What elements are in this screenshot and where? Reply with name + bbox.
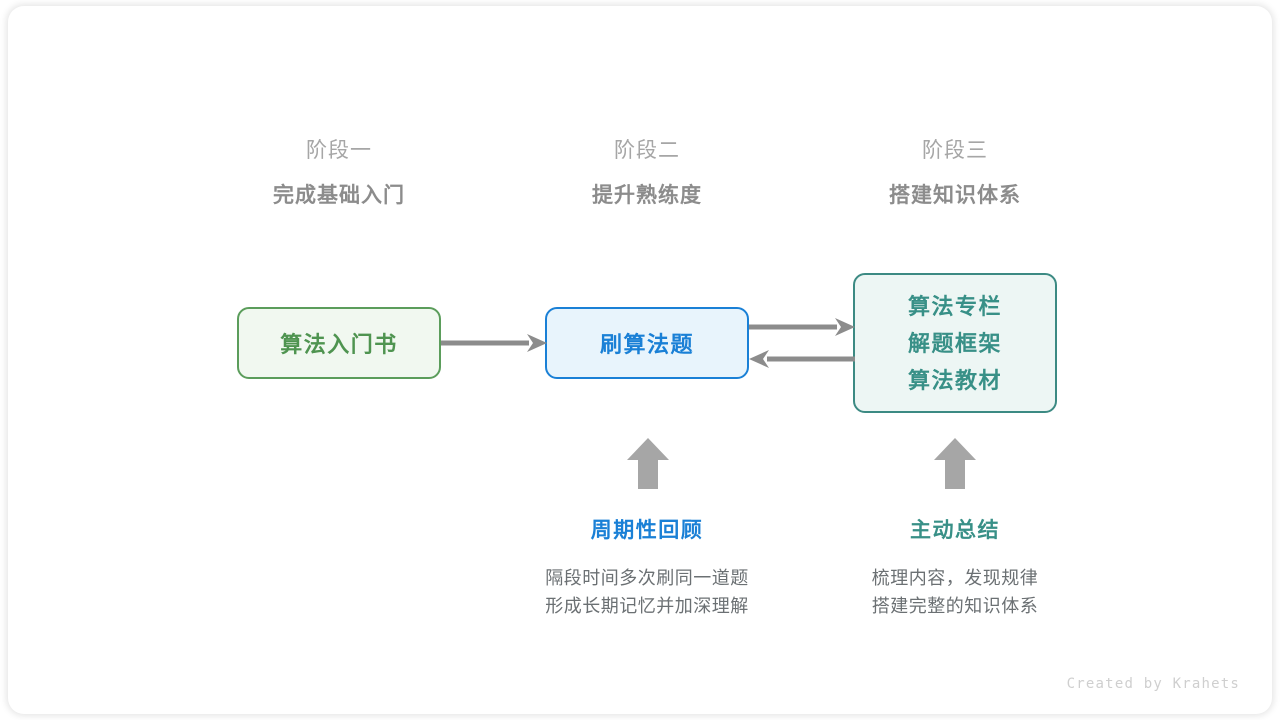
note-periodic-review-line-2: 形成长期记忆并加深理解 bbox=[545, 596, 749, 616]
stage-2-number: 阶段二 bbox=[614, 139, 680, 162]
arrow-right-icon-book-to-practice bbox=[441, 333, 547, 353]
node-learning-resources[interactable]: 算法专栏 解题框架 算法教材 bbox=[853, 273, 1057, 413]
node-algorithm-intro-book[interactable]: 算法入门书 bbox=[237, 307, 441, 379]
arrow-left-icon-resources-to-practice bbox=[749, 349, 855, 369]
diagram-canvas: 阶段一 完成基础入门 阶段二 提升熟练度 阶段三 搭建知识体系 算法入门书 刷算… bbox=[8, 6, 1272, 714]
note-periodic-review-line-1: 隔段时间多次刷同一道题 bbox=[545, 568, 749, 588]
stage-1-title: 完成基础入门 bbox=[273, 184, 405, 207]
stage-header-2: 阶段二 提升熟练度 bbox=[517, 136, 777, 211]
stage-3-title: 搭建知识体系 bbox=[889, 184, 1021, 207]
arrow-up-icon-periodic-review bbox=[626, 436, 670, 490]
note-periodic-review-title: 周期性回顾 bbox=[590, 519, 704, 542]
stage-header-1: 阶段一 完成基础入门 bbox=[209, 136, 469, 211]
arrow-up-icon-active-summary bbox=[933, 436, 977, 490]
note-active-summary-body: 梳理内容，发现规律 搭建完整的知识体系 bbox=[805, 564, 1105, 620]
arrow-right-icon-practice-to-resources bbox=[749, 317, 855, 337]
note-active-summary: 主动总结 梳理内容，发现规律 搭建完整的知识体系 bbox=[805, 516, 1105, 620]
node-practice-problems-label: 刷算法题 bbox=[599, 332, 694, 357]
note-active-summary-title: 主动总结 bbox=[910, 519, 1000, 542]
stage-3-number: 阶段三 bbox=[922, 139, 988, 162]
node-algorithm-intro-book-label: 算法入门书 bbox=[280, 332, 398, 357]
node-resource-line-1: 算法专栏 bbox=[907, 293, 1002, 319]
watermark-credit: Created by Krahets bbox=[1066, 676, 1240, 692]
stage-1-number: 阶段一 bbox=[306, 139, 372, 162]
node-resource-line-2: 解题框架 bbox=[907, 330, 1002, 356]
note-periodic-review: 周期性回顾 隔段时间多次刷同一道题 形成长期记忆并加深理解 bbox=[497, 516, 797, 620]
stage-header-3: 阶段三 搭建知识体系 bbox=[825, 136, 1085, 211]
stage-2-title: 提升熟练度 bbox=[592, 184, 702, 207]
note-periodic-review-body: 隔段时间多次刷同一道题 形成长期记忆并加深理解 bbox=[497, 564, 797, 620]
note-active-summary-line-2: 搭建完整的知识体系 bbox=[871, 596, 1039, 616]
node-resource-line-3: 算法教材 bbox=[907, 367, 1002, 393]
note-active-summary-line-1: 梳理内容，发现规律 bbox=[871, 568, 1039, 588]
node-practice-problems[interactable]: 刷算法题 bbox=[545, 307, 749, 379]
